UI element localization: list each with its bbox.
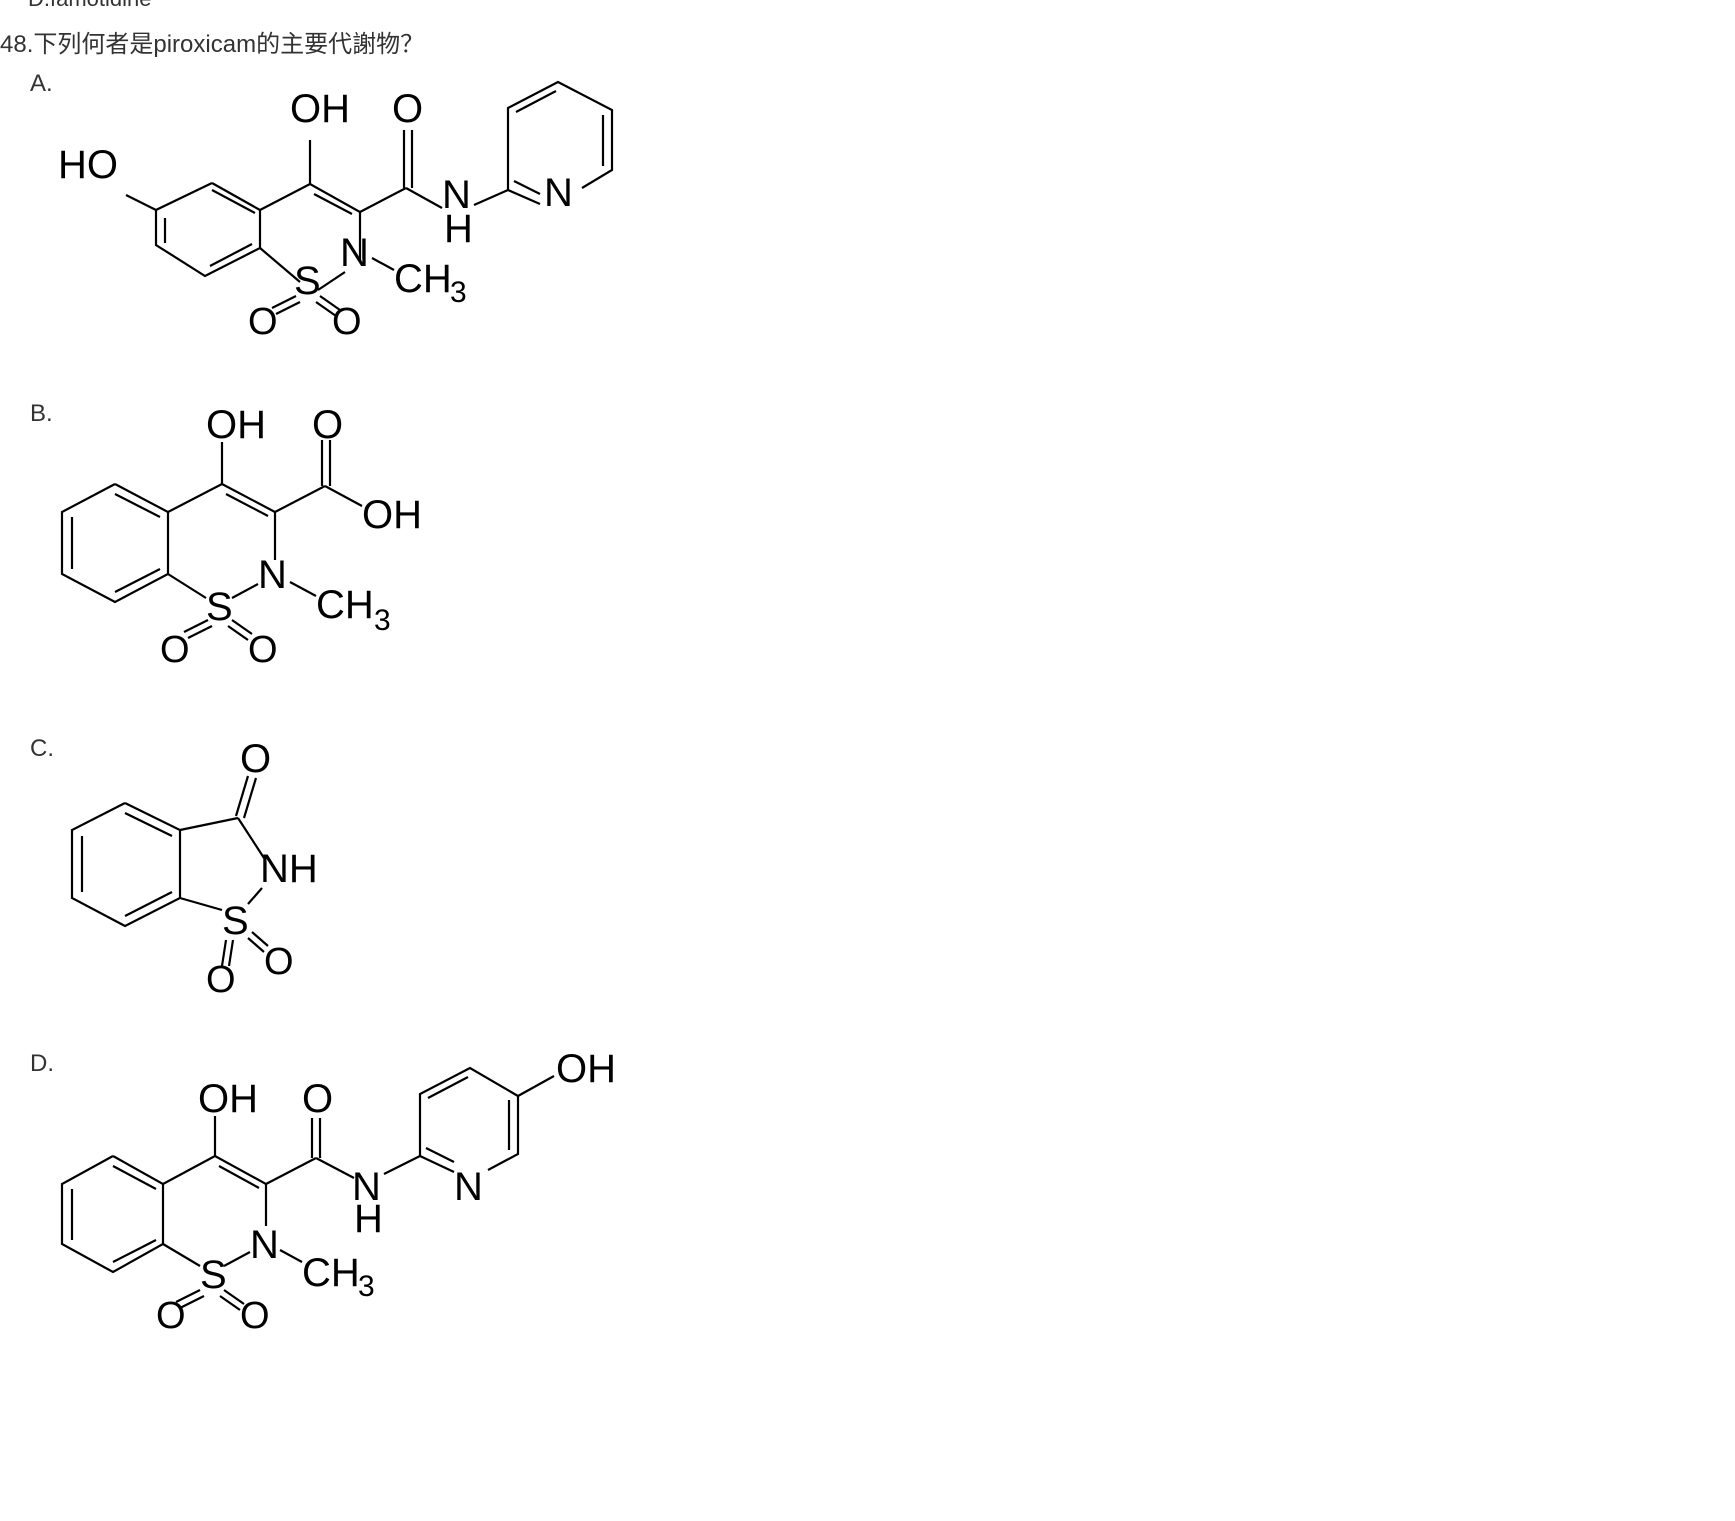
option-a-thiazine-ring: [259, 182, 362, 262]
option-a-atom-amide-n: N: [442, 173, 471, 217]
option-b-label: B.: [30, 400, 53, 427]
option-b-atom-carbonyl-o: O: [312, 403, 343, 447]
option-d-atom-ch: CH: [302, 1251, 360, 1295]
option-a-pyridine-ring: [506, 80, 614, 190]
option-b-thiazine-ring: [167, 482, 277, 560]
option-d-atom-oh: OH: [198, 1077, 258, 1121]
option-a-atom-oh: OH: [290, 87, 350, 131]
option-a-benzene-ring: [154, 182, 262, 278]
option-d-atom-carbonyl-o: O: [302, 1077, 333, 1121]
option-a-atom-pyridine-n: N: [544, 171, 573, 215]
option-b-structure: OH O OH N CH 3 S O O: [60, 403, 422, 671]
option-d-atom-sulfonyl-o2: O: [240, 1295, 270, 1337]
option-a-atom-ho: HO: [58, 143, 118, 187]
option-b-atom-s: S: [206, 585, 233, 629]
option-d-benzene-ring: [60, 1155, 165, 1274]
option-d-atom-s: S: [200, 1253, 227, 1297]
option-b-atom-acid-oh: OH: [362, 493, 422, 537]
option-d-thiazine-ring: [162, 1154, 268, 1226]
option-b-atom-oh: OH: [206, 403, 266, 447]
option-c-atom-sulfonyl-o1: O: [206, 959, 236, 1001]
option-a-atom-ch: CH: [394, 257, 452, 301]
question-text-before: 下列何者是: [33, 30, 154, 58]
option-a-label: A.: [30, 70, 53, 97]
option-b-benzene-ring: [60, 483, 170, 604]
option-d-atom-amide-h: H: [354, 1197, 383, 1241]
option-d-pyridine-ring: [418, 1066, 520, 1171]
option-d-atom-pyridine-n: N: [454, 1165, 483, 1209]
question-text-after: 的主要代謝物？: [256, 30, 425, 58]
option-a-atom-s: S: [294, 259, 321, 303]
option-d-structure: OH O OH N H N N CH 3 S O O: [60, 1047, 616, 1337]
option-b-atom-ring-n: N: [258, 553, 287, 597]
option-b-atom-subscript-3: 3: [374, 604, 391, 637]
option-c-structure: O NH S O O: [70, 737, 318, 1001]
option-a-atom-sulfonyl-o1: O: [248, 301, 278, 343]
option-d-atom-sulfonyl-o1: O: [156, 1295, 186, 1337]
option-d-atom-pyridine-oh: OH: [556, 1047, 616, 1091]
option-a-atom-amide-h: H: [444, 207, 473, 251]
option-a-structure: HO OH O N H N N CH 3 S O O: [58, 80, 614, 343]
option-d-atom-subscript-3: 3: [358, 1270, 375, 1303]
option-a-atom-sulfonyl-o2: O: [332, 301, 362, 343]
option-a-atom-ring-n: N: [340, 231, 369, 275]
previous-question-option-d: D.famotidine: [28, 0, 152, 12]
option-b-atom-sulfonyl-o2: O: [248, 629, 278, 671]
option-a-atom-subscript-3: 3: [450, 276, 467, 309]
option-c-atom-carbonyl-o: O: [240, 737, 271, 781]
option-c-atom-s: S: [222, 899, 249, 943]
option-d-atom-ring-n: N: [250, 1223, 279, 1267]
option-b-atom-ch: CH: [316, 583, 374, 627]
option-c-atom-sulfonyl-o2: O: [264, 941, 294, 983]
option-c-atom-nh: NH: [260, 847, 318, 891]
option-d-atom-amide-n: N: [352, 1165, 381, 1209]
question-drug-name: piroxicam: [153, 31, 257, 58]
option-c-benzene-ring: [70, 802, 182, 928]
option-d-label: D.: [30, 1050, 54, 1077]
question-number: 48.: [0, 31, 34, 58]
option-c-label: C.: [30, 735, 54, 762]
question-48: 48.下列何者是piroxicam的主要代謝物？: [0, 24, 424, 59]
option-b-atom-sulfonyl-o1: O: [160, 629, 190, 671]
option-a-atom-carbonyl-o: O: [392, 87, 423, 131]
